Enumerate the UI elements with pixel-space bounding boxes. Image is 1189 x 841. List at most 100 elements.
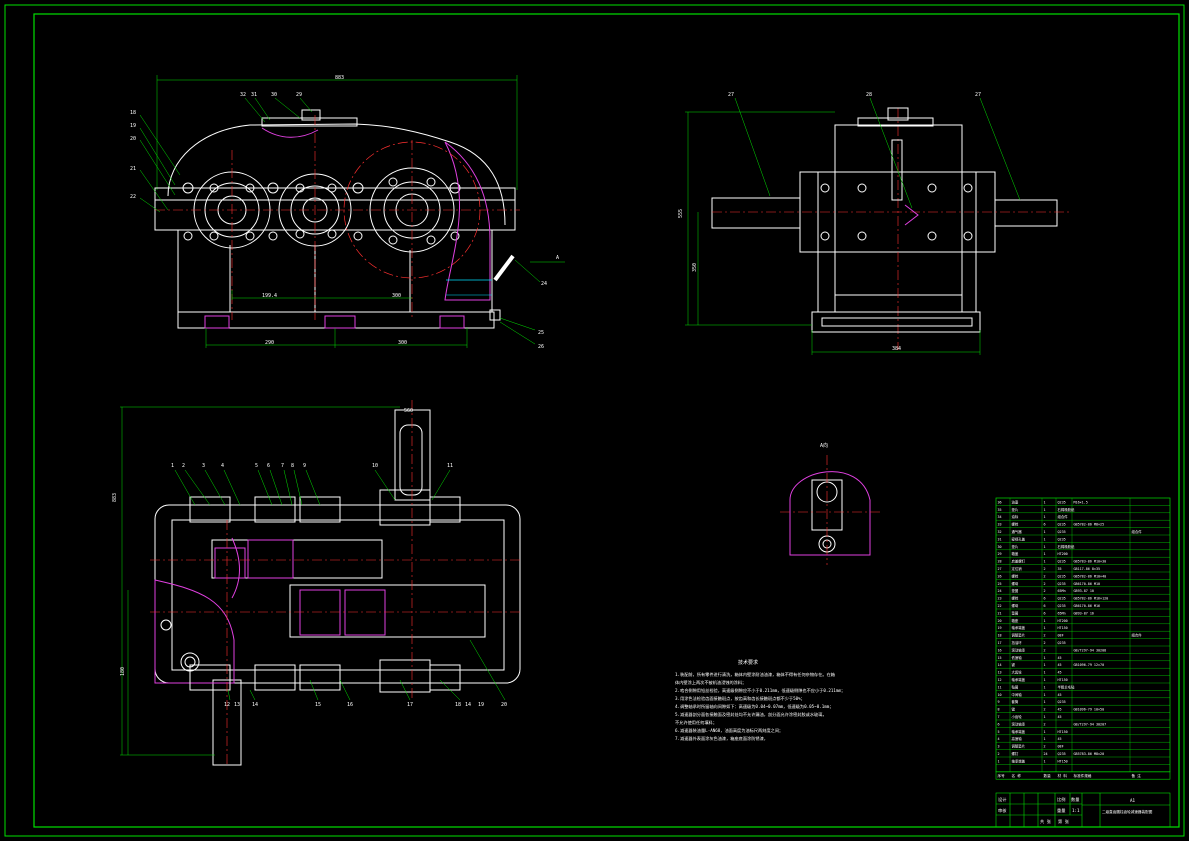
bom-cell: GB5782-86 M16×120 bbox=[1074, 597, 1109, 601]
front-balloon-30: 30 bbox=[271, 92, 277, 98]
notes-line: 5.减速器剖分面各接触面及密封处均不允许漏油，剖分面允许涂密封胶或水玻璃， bbox=[675, 711, 827, 718]
bom-cell: HT150 bbox=[1058, 626, 1068, 630]
front-balloon-25: 25 bbox=[538, 330, 544, 336]
bom-cell: 键 bbox=[1012, 662, 1016, 667]
bom-cell: 2 bbox=[1044, 722, 1046, 726]
bom-cell: 8 bbox=[998, 708, 1000, 712]
bom-cell: 28 bbox=[998, 560, 1002, 564]
bom-cell: 垫片 bbox=[1012, 507, 1019, 512]
bom-cell: 1 bbox=[1044, 715, 1046, 719]
bom-cell: 15 bbox=[998, 656, 1002, 660]
plan-balloon-top-5: 5 bbox=[255, 463, 258, 469]
bom-cell: 挡油环 bbox=[1012, 640, 1023, 645]
side-balloon-2: 28 bbox=[866, 92, 872, 98]
bom-cell: 29 bbox=[998, 552, 1002, 556]
front-view: 883 bbox=[130, 75, 565, 350]
tb-scale: 1:1 bbox=[1072, 808, 1080, 813]
bom-cell: 滚动轴承 bbox=[1012, 721, 1026, 726]
bom-cell: 1 bbox=[1044, 700, 1046, 704]
bom-cell: 大齿轮 bbox=[1012, 670, 1023, 675]
tb-label-review: 审核 bbox=[998, 807, 1007, 814]
bom-cell: 1 bbox=[1044, 537, 1046, 541]
bom-cell: 21 bbox=[998, 611, 1002, 615]
bom-cell: 调整垫片 bbox=[1012, 633, 1026, 638]
plan-balloon-bottom-3: 14 bbox=[252, 702, 258, 708]
front-balloon-22: 22 bbox=[130, 194, 136, 200]
detail-view: A向 bbox=[780, 442, 880, 565]
bom-cell: 窥视孔盖 bbox=[1012, 536, 1026, 541]
bom-cell: 半粗羊毛毡 bbox=[1058, 684, 1076, 689]
front-balloon-21: 21 bbox=[130, 166, 136, 172]
side-balloon-3: 27 bbox=[975, 92, 981, 98]
bom-cell: GB/T297-94 30207 bbox=[1074, 722, 1107, 726]
bom-cell: 垫圈 bbox=[1012, 588, 1019, 593]
tb-label-sheets: 共 张 bbox=[1040, 818, 1052, 825]
bom-cell: 6 bbox=[1044, 597, 1046, 601]
bom-cell: 11 bbox=[998, 685, 1002, 689]
tb-label-weight: 重量 bbox=[1057, 807, 1065, 814]
front-balloon-24: 24 bbox=[541, 281, 547, 287]
bom-cell: 油标 bbox=[1012, 514, 1019, 519]
detail-label: A向 bbox=[820, 442, 828, 449]
front-base-dim-2: 300 bbox=[398, 340, 407, 346]
bom-cell: 1 bbox=[1044, 545, 1046, 549]
bom-cell: 2 bbox=[1044, 745, 1046, 749]
bom-cell: 键 bbox=[1012, 707, 1016, 712]
bom-cell: 35 bbox=[998, 508, 1002, 512]
bom-cell: 4 bbox=[998, 737, 1000, 741]
bom-cell: 7 bbox=[998, 715, 1000, 719]
bom-cell: 高速轴 bbox=[1012, 736, 1023, 741]
bom-cell: 20 bbox=[998, 619, 1002, 623]
plan-balloon-top-8: 8 bbox=[291, 463, 294, 469]
bom-cell: 1 bbox=[1044, 759, 1046, 763]
plan-balloon-bottom-4: 15 bbox=[315, 702, 321, 708]
plan-balloon-bottom-8: 14 bbox=[465, 702, 471, 708]
plan-overall-width: 883 bbox=[112, 493, 118, 502]
bom-cell: 45 bbox=[1058, 693, 1062, 697]
bom-cell: 17 bbox=[998, 641, 1002, 645]
front-balloon-18: 18 bbox=[130, 110, 136, 116]
bom-header-cell: 标准件规格 bbox=[1074, 773, 1092, 778]
plan-balloon-top-9: 9 bbox=[303, 463, 306, 469]
bom-header-row bbox=[995, 771, 1171, 780]
bom-cell: HT200 bbox=[1058, 552, 1068, 556]
bom-header-cell: 材 料 bbox=[1058, 773, 1068, 778]
bom-cell: 中间轴 bbox=[1012, 692, 1023, 697]
front-balloon-26: 26 bbox=[538, 344, 544, 350]
bom-cell: 30 bbox=[998, 545, 1002, 549]
bom-cell: 35 bbox=[1058, 567, 1062, 571]
bom-cell: 45 bbox=[1058, 663, 1062, 667]
bom-cell: 24 bbox=[1044, 752, 1048, 756]
bom-cell: 调整垫片 bbox=[1012, 744, 1026, 749]
bom-cell: 9 bbox=[998, 700, 1000, 704]
bom-cell: 31 bbox=[998, 537, 1002, 541]
bom-cell: 螺母 bbox=[1012, 603, 1019, 608]
bom-cell: 08F bbox=[1058, 745, 1064, 749]
plan-balloon-bottom-6: 17 bbox=[407, 702, 413, 708]
bom-cell: 3 bbox=[998, 745, 1000, 749]
plan-balloon-top-1: 1 bbox=[171, 463, 174, 469]
notes-title: 技术要求 bbox=[738, 659, 758, 666]
front-base-dim-1: 290 bbox=[265, 340, 274, 346]
bom-cell: GB5783-86 M8×20 bbox=[1074, 752, 1105, 756]
bom-cell: HT200 bbox=[1058, 619, 1068, 623]
bom-cell: 45 bbox=[1058, 708, 1062, 712]
bom-cell: 1 bbox=[1044, 552, 1046, 556]
bom-cell: Q235 bbox=[1058, 604, 1066, 608]
bom-cell: 1 bbox=[1044, 560, 1046, 564]
outer-frame bbox=[4, 4, 1185, 837]
bom-cell: 螺栓 bbox=[1012, 522, 1019, 527]
notes-line: 2.啮合侧隙用铅丝检验，高速级侧隙应不小于0.211mm，低速级侧隙也不应小于0… bbox=[675, 687, 845, 694]
bom-cell: 油塞 bbox=[1012, 499, 1019, 504]
side-balloon-1: 27 bbox=[728, 92, 734, 98]
bom-cell: 2 bbox=[1044, 589, 1046, 593]
side-width-dim: 384 bbox=[892, 346, 901, 352]
bom-cell: GB5782-86 M8×25 bbox=[1074, 523, 1105, 527]
bom-cell: 45 bbox=[1058, 656, 1062, 660]
bom-cell: Q235 bbox=[1058, 700, 1066, 704]
bom-cell: 45 bbox=[1058, 737, 1062, 741]
bom-cell: 毡圈 bbox=[1012, 684, 1019, 689]
bom-cell: GB93-87 16 bbox=[1074, 611, 1094, 615]
front-balloon-20: 20 bbox=[130, 136, 136, 142]
bom-cell: GB/T297-94 30208 bbox=[1074, 648, 1107, 652]
